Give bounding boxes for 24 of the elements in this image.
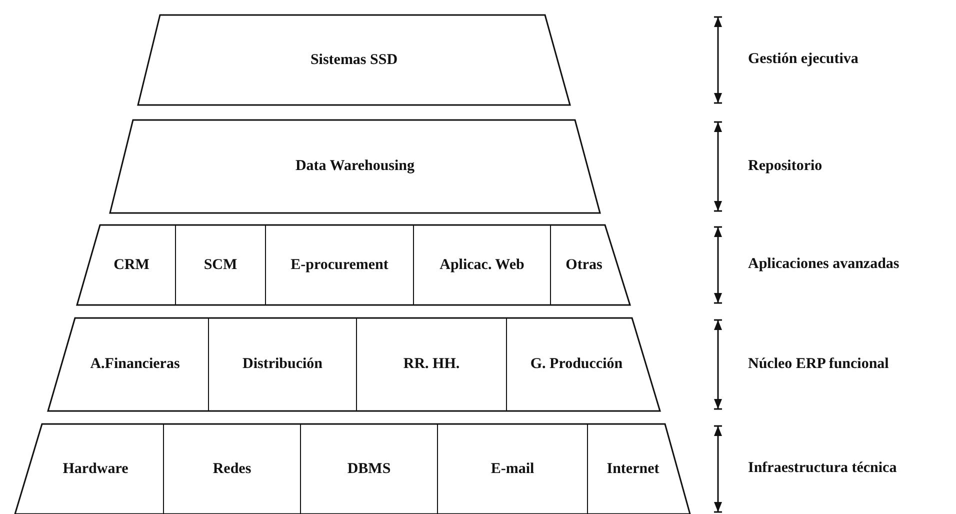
layer-band <box>15 424 690 514</box>
module-cell: E-mail <box>437 424 587 514</box>
layer-band <box>48 318 660 411</box>
level-label: Repositorio <box>748 158 822 174</box>
level-label: Aplicaciones avanzadas <box>748 256 900 273</box>
module-cell: A.Financieras <box>62 318 208 411</box>
module-cell: Hardware <box>28 424 163 514</box>
module-cell: Aplicac. Web <box>413 225 550 305</box>
module-cell: E-procurement <box>265 225 413 305</box>
level-label: Gestión ejecutiva <box>748 51 858 68</box>
layer-band <box>77 225 630 305</box>
layer-label: Sistemas SSD <box>310 52 398 68</box>
module-cell: G. Producción <box>506 318 646 411</box>
layer-label: Data Warehousing <box>295 158 415 175</box>
module-cell: SCM <box>175 225 265 305</box>
module-cell: RR. HH. <box>356 318 506 411</box>
module-cell: Otras <box>550 225 617 305</box>
level-label: Núcleo ERP funcional <box>748 356 889 372</box>
level-label: Infraestructura técnica <box>748 460 897 477</box>
module-cell: CRM <box>88 225 175 305</box>
module-cell: Internet <box>587 424 678 514</box>
module-cell: DBMS <box>300 424 437 514</box>
module-cell: Redes <box>163 424 300 514</box>
module-cell: Distribución <box>208 318 356 411</box>
